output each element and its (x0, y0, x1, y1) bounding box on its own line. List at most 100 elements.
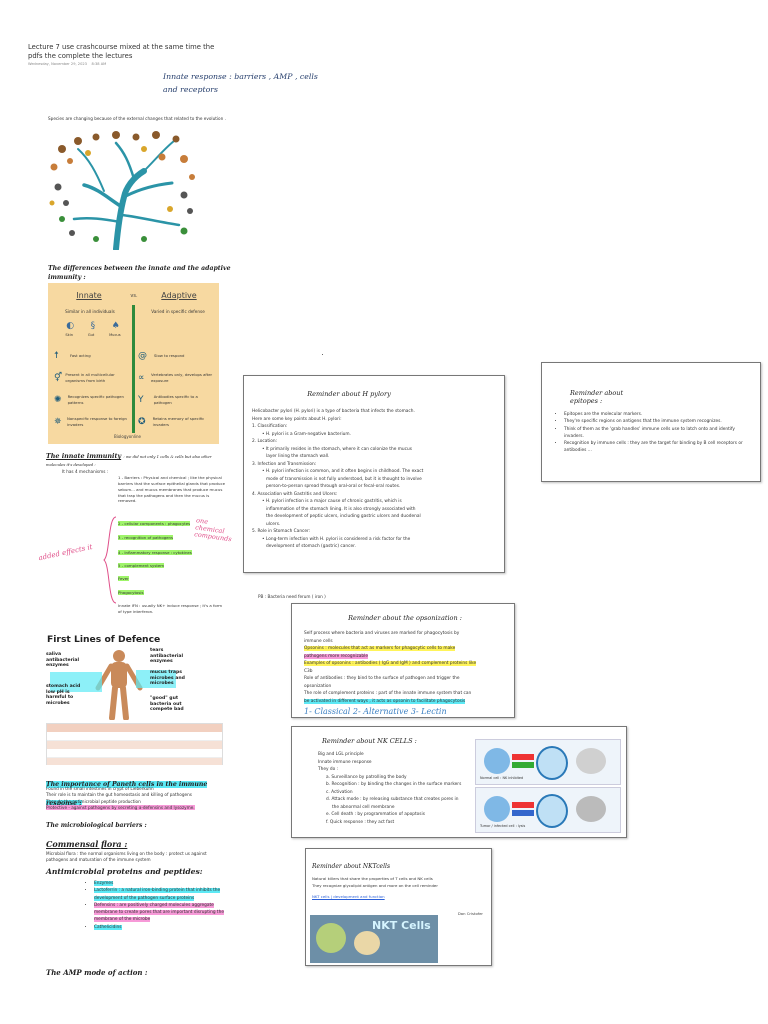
innate-subheading: It has 4 mechanisms : (62, 468, 109, 474)
adaptive-top: Varied in specific defense (151, 309, 205, 314)
opson-line-9: The role of complement proteins : part o… (304, 691, 472, 697)
diagram-bottom-label: Tumor / infected cell : lysis (480, 824, 526, 828)
amp-item-1: Enzymes (94, 880, 224, 887)
saliva-label: saliva antibacterial enzymes (46, 652, 80, 668)
nkt-video-thumbnail[interactable]: NKT Cells (310, 915, 438, 963)
target-cell-top (536, 746, 568, 780)
nk-line-10: f. Quick response : they act fast (326, 819, 395, 825)
paneth-line-3: They do the antimicrobial peptide produc… (46, 798, 141, 804)
hpylori-line-13: the development of peptic ulcers, includ… (266, 514, 421, 520)
defence-table (46, 723, 223, 765)
nkt-line-1: Natural killers that share the propertie… (312, 876, 433, 881)
hpylori-line-8: mode of transmission is not fully unders… (266, 476, 422, 482)
epitope-item-2: They're specific regions on antigens tha… (564, 418, 752, 425)
note-header: Lecture 7 use crashcourse mixed at the s… (28, 43, 288, 66)
innate-adaptive-comparison: Innate vs. Adaptive Similar in all indiv… (48, 283, 219, 444)
nk-title: Reminder about NK CELLS : (322, 737, 417, 745)
nk-line-7: d. Attack mode : by releasing substance … (326, 797, 459, 803)
hpylori-line-12: inflammation of the stomach lining. It i… (266, 506, 416, 512)
innate-item-8: Innate IFN : usually NK+ induce response… (118, 603, 223, 614)
hpylori-intro-1: Helicobacter pylori (H. pylori) is a typ… (252, 409, 415, 414)
nkt-link[interactable]: NKT cells | development and function (312, 893, 385, 899)
hpylori-line-16: • Long-term infection with H. pylori is … (262, 536, 411, 542)
innate-label: Innate (76, 291, 102, 300)
hpylori-line-10: 4. Association with Gastritis and Ulcers… (252, 491, 338, 497)
stray-dot (322, 354, 323, 355)
hpylori-line-17: development of stomach (gastric) cancer. (266, 544, 356, 550)
nk-diagram: Normal cell : NK inhibited Tumor / infec… (475, 739, 621, 833)
innate-row-2: Present in all multicellular organisms f… (65, 372, 115, 383)
pattern-icon: ✺ (54, 395, 62, 405)
hpylori-footnote: PB : Bacteria need ferum ( iron ) (258, 594, 326, 599)
highlight-cyan-left (50, 672, 102, 692)
innate-row-3: Recognizes specific pathogen patterns (67, 394, 124, 405)
flora-text: Microbial flora : the normal organisms l… (46, 851, 207, 863)
hpylori-line-14: ulcers. (266, 521, 281, 527)
nk-box: Reminder about NK CELLS : Big and LGL pr… (291, 726, 627, 838)
opson-line-6: C3b (304, 668, 313, 674)
opson-line-2: immune cells (304, 638, 333, 644)
nk-line-5: b. Recognition : by binding the changes … (326, 782, 462, 788)
micro-heading: The microbiological barriers : (46, 822, 147, 829)
memory-icon: ✪ (138, 417, 146, 427)
left-handwritten-note: added effects it (37, 542, 94, 563)
body-label-skin: Skin (65, 333, 74, 337)
highlight-cyan-right (136, 670, 176, 688)
normal-cell-top (576, 748, 606, 774)
amp-mode-heading: The AMP mode of action : (46, 968, 148, 977)
epitope-box: Reminder about epitopes : Epitopes are t… (541, 362, 761, 482)
hpylori-line-5: layer lining the stomach wall. (266, 454, 330, 460)
gut-bacteria-label: "good" gut bacteria out compete bad (150, 696, 184, 712)
nk-line-9: e. Cell death : by programmation of apop… (326, 812, 425, 818)
innate-heading-note: : we did not only 1 cells & cells but al… (46, 454, 212, 468)
hpylori-line-2: • H. pylori is a Gram-negative bacterium… (262, 431, 351, 437)
epitope-title-2: epitopes : (570, 397, 603, 405)
nk-line-4: a. Surveillance by patrolling the body (326, 774, 407, 780)
tree-caption: Species are changing because of the exte… (48, 116, 226, 121)
amp-item-4: Cathelicidins (94, 924, 224, 931)
nkt-box: Reminder about NKTcells Natural killers … (305, 848, 492, 966)
innate-row-4: Nonspecific response to foreign invaders (67, 416, 127, 427)
nk-line-3: They do : (318, 767, 339, 773)
innate-heading: The innate immunity (46, 452, 122, 460)
adaptive-row-2: Vertebrates only, develops after exposur… (151, 372, 213, 383)
innate-section: The innate immunity : we did not only 1 … (46, 452, 226, 475)
invader-icon: ✵ (54, 417, 62, 427)
innate-item-5: 5 - complement system (118, 563, 165, 568)
amp-item-3: Defensins : are positively charged molec… (94, 902, 224, 924)
nk-line-6: c. Activation (326, 789, 353, 795)
hpylori-line-7: • H. pylori infection is common, and it … (262, 469, 424, 475)
lysed-cell-bottom (576, 796, 606, 822)
bracket-annotation (103, 516, 117, 604)
receptor-bar-top-2 (512, 762, 534, 768)
receptor-bar-bottom-2 (512, 810, 534, 816)
nk-cell-top (484, 748, 510, 774)
adaptive-row-3: Antibodies specific to a pathogen (153, 394, 198, 405)
source-label: Biologyonline (114, 434, 141, 439)
lecture-title: Innate response : barriers , AMP , cells… (163, 72, 318, 95)
nose-icon: ♠ (111, 321, 120, 331)
hpylori-box: Reminder about H pylory Helicobacter pyl… (243, 375, 505, 573)
nk-line-8: the abnormal cell membrane (332, 804, 395, 810)
skin-icon: ◐ (66, 321, 75, 331)
receptor-bar-top (512, 754, 534, 760)
innate-item-3: 3 - recognition of pathogens (118, 535, 174, 540)
adaptive-row-4: Retains memory of specific invaders (152, 416, 205, 427)
hpylori-line-11: • H. pylori infection is a major cause o… (262, 499, 402, 505)
receptor-bar-bottom (512, 802, 534, 808)
innate-top: Similar in all individuals (65, 309, 115, 314)
innate-item-1: 1 - Barriers : Physical and chemical ; l… (118, 475, 225, 504)
hpylori-line-4: • It primarily resides in the stomach, w… (262, 446, 412, 452)
paneth-line-4: Protective - against pathogens by secret… (46, 804, 195, 810)
opson-line-8: opsonization (304, 683, 332, 689)
note-time: 8:38 AM (91, 62, 107, 67)
vs-label: vs. (130, 293, 138, 299)
diff-heading: The differences between the innate and t… (48, 265, 231, 282)
nk-line-1: Big and LGL principle (318, 752, 364, 757)
adaptive-label: Adaptive (161, 291, 197, 300)
target-cell-bottom (536, 794, 568, 828)
nk-cell-bottom (484, 796, 510, 822)
body-label-gut: Gut (87, 333, 95, 337)
body-label-mucus: Mucus (109, 333, 121, 337)
fish-icon: ∝ (138, 373, 145, 383)
